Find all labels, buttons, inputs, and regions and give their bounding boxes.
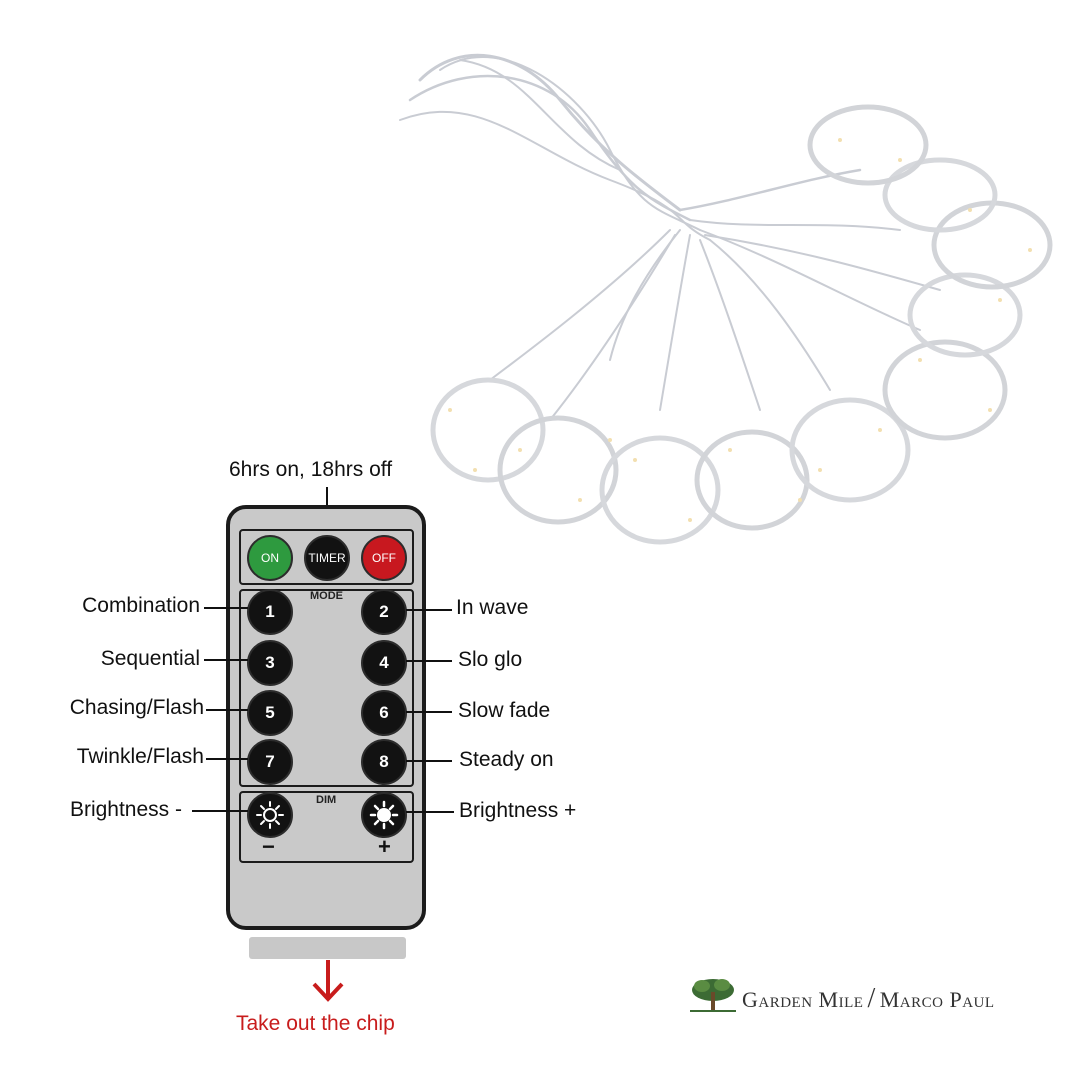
mode-1-button[interactable]: 1 — [247, 589, 293, 635]
fairy-lights-image — [399, 53, 1053, 545]
callout-line-5 — [206, 709, 248, 711]
callout-slow-fade: Slow fade — [458, 699, 551, 722]
mode-7-button[interactable]: 7 — [247, 739, 293, 785]
callout-line-8 — [406, 760, 452, 762]
mode-2-button[interactable]: 2 — [361, 589, 407, 635]
callout-sequential: Sequential — [100, 647, 200, 670]
brand-wordmark: Garden Mile/Marco Paul — [742, 983, 995, 1015]
dim-label: DIM — [316, 794, 337, 806]
brand-name-right: Marco Paul — [879, 987, 995, 1012]
callout-line-dim-plus — [406, 811, 454, 813]
tree-logo-icon — [690, 979, 736, 1012]
mode-6-button[interactable]: 6 — [361, 690, 407, 736]
on-button[interactable]: ON — [247, 535, 293, 581]
remote-control: ON TIMER OFF MODE 1 2 3 4 5 6 7 8 DIM — [226, 505, 426, 930]
callout-line-4 — [406, 660, 452, 662]
callout-brightness-down: Brightness - — [69, 798, 182, 821]
brand-separator: / — [867, 983, 876, 1014]
mode-4-button[interactable]: 4 — [361, 640, 407, 686]
callout-twinkle-flash: Twinkle/Flash — [76, 745, 204, 768]
callout-in-wave: In wave — [456, 596, 529, 619]
callout-steady-on: Steady on — [459, 748, 554, 771]
sun-outline-icon — [256, 801, 284, 829]
callout-line-7 — [206, 758, 248, 760]
mode-label: MODE — [310, 590, 343, 602]
mode-5-button[interactable]: 5 — [247, 690, 293, 736]
sun-filled-icon — [369, 800, 399, 830]
down-arrow-icon — [312, 960, 344, 1002]
timer-callout-label: 6hrs on, 18hrs off — [229, 458, 393, 481]
callout-chasing-flash: Chasing/Flash — [69, 696, 204, 719]
callout-line-1 — [204, 607, 248, 609]
brand-name-left: Garden Mile — [742, 987, 864, 1012]
mode-3-button[interactable]: 3 — [247, 640, 293, 686]
timer-button[interactable]: TIMER — [304, 535, 350, 581]
plus-sign: + — [378, 834, 391, 859]
brightness-up-button[interactable] — [361, 792, 407, 838]
callout-line-3 — [204, 659, 248, 661]
off-button[interactable]: OFF — [361, 535, 407, 581]
callout-line-dim-minus — [192, 810, 248, 812]
callout-combination: Combination — [82, 594, 200, 617]
callout-slo-glo: Slo glo — [458, 648, 523, 671]
mode-8-button[interactable]: 8 — [361, 739, 407, 785]
callout-brightness-up: Brightness + — [459, 799, 577, 822]
chip-instruction: Take out the chip — [236, 1012, 395, 1035]
callout-line-6 — [406, 711, 452, 713]
brightness-down-button[interactable] — [247, 792, 293, 838]
callout-line-2 — [406, 609, 452, 611]
minus-sign: − — [262, 834, 275, 859]
battery-chip[interactable] — [249, 937, 406, 959]
